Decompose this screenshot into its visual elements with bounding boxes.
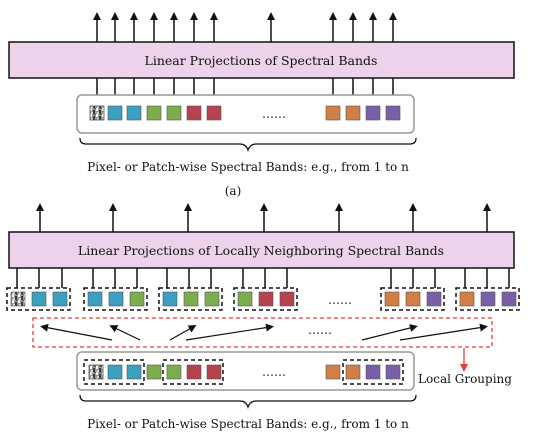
spectral-bands-b: ……	[83, 359, 404, 385]
bands-brace-b	[79, 394, 417, 410]
band-green	[166, 105, 182, 121]
band-teal	[126, 105, 142, 121]
output-arrows-b	[36, 203, 491, 232]
projection-label-a: Linear Projections of Spectral Bands	[145, 53, 378, 68]
panel-b: Linear Projections of Locally Neighborin…	[6, 203, 520, 431]
band-red	[206, 105, 222, 121]
band-image-patch	[88, 364, 104, 380]
group-ellipsis-b: ……	[328, 293, 352, 307]
local-grouping-region	[32, 317, 493, 348]
grouped-bands-b: ……	[6, 287, 520, 311]
group-connectors-b	[16, 268, 510, 290]
bands-brace-a	[79, 137, 417, 153]
bands-caption-b: Pixel- or Patch-wise Spectral Bands: e.g…	[87, 417, 409, 431]
bands-caption-a: Pixel- or Patch-wise Spectral Bands: e.g…	[87, 160, 409, 174]
band-teal	[107, 105, 123, 121]
grouping-arrow	[169, 325, 197, 341]
band-ellipsis-a: ……	[262, 107, 286, 121]
band-red	[186, 364, 202, 380]
band-group-1	[6, 287, 71, 311]
band-green	[146, 364, 162, 380]
spectral-bands-a: ……	[89, 105, 401, 121]
band-teal	[107, 364, 123, 380]
band-group-6	[455, 287, 520, 311]
band-purple	[365, 364, 381, 380]
grouping-arrow	[399, 323, 488, 341]
local-group-box	[342, 359, 404, 385]
projection-label-b: Linear Projections of Locally Neighborin…	[78, 243, 444, 258]
local-grouping-label: Local Grouping	[418, 372, 512, 386]
grouping-arrow	[185, 323, 274, 341]
band-red	[206, 364, 222, 380]
panel-label-a: (a)	[225, 184, 242, 198]
band-green	[166, 364, 182, 380]
arrow-ellipsis-b: ……	[308, 323, 332, 337]
band-teal	[126, 364, 142, 380]
band-image-patch	[89, 105, 105, 121]
output-arrows-a	[93, 12, 397, 42]
band-orange	[325, 364, 341, 380]
local-group-box	[162, 359, 224, 385]
grouping-arrow	[109, 325, 141, 341]
bands-container-a	[76, 94, 415, 134]
band-red	[186, 105, 202, 121]
grouping-arrow	[40, 323, 113, 341]
band-purple	[365, 105, 381, 121]
band-purple	[385, 105, 401, 121]
band-group-4	[233, 287, 298, 311]
band-orange	[325, 105, 341, 121]
band-group-3	[158, 287, 223, 311]
band-green	[146, 105, 162, 121]
band-ellipsis-b: ……	[262, 365, 286, 379]
panel-a: Linear Projections of Spectral Bands ……	[8, 12, 515, 198]
local-group-box	[83, 359, 145, 385]
band-group-2	[83, 287, 148, 311]
band-purple	[385, 364, 401, 380]
band-group-5	[380, 287, 445, 311]
bands-container-b	[76, 351, 415, 391]
grouping-arrow	[361, 324, 418, 341]
band-orange	[345, 364, 361, 380]
projection-box-b	[8, 231, 515, 269]
projection-box-a	[8, 41, 515, 79]
band-orange	[345, 105, 361, 121]
grouping-arrows	[40, 323, 488, 341]
